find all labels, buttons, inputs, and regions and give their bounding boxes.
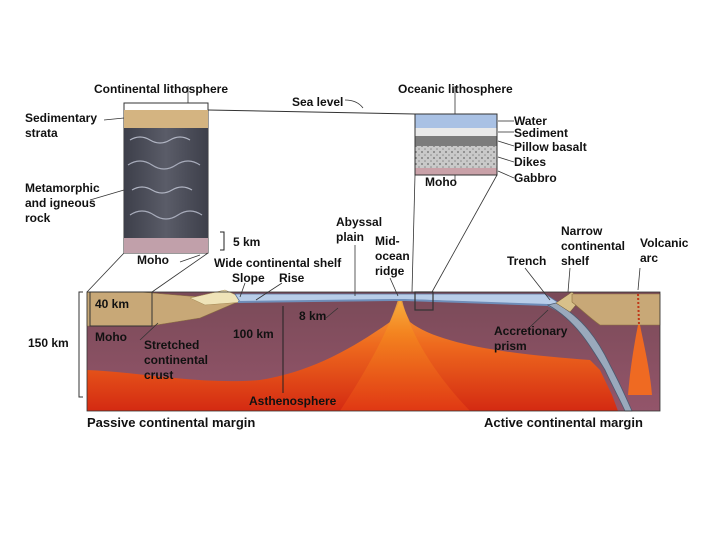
label-volcanic-2: arc bbox=[640, 251, 658, 265]
label-metamorphic-2: and igneous bbox=[25, 196, 96, 210]
label-volcanic-1: Volcanic bbox=[640, 236, 689, 250]
label-100km: 100 km bbox=[233, 327, 274, 341]
pillow-basalt-band bbox=[415, 136, 497, 146]
label-water: Water bbox=[514, 114, 547, 128]
gabbro-band bbox=[415, 168, 497, 175]
label-abyssal-2: plain bbox=[336, 230, 364, 244]
dikes-band bbox=[415, 146, 497, 168]
column-mantle-band bbox=[124, 238, 208, 253]
sea-level-line bbox=[207, 109, 416, 115]
label-mid-3: ridge bbox=[375, 264, 405, 278]
label-rise: Rise bbox=[279, 271, 305, 285]
label-accretionary-1: Accretionary bbox=[494, 324, 568, 338]
cross-section-frame bbox=[86, 291, 661, 412]
sediment-band bbox=[415, 128, 497, 136]
label-sediment: Sediment bbox=[514, 126, 568, 140]
continental-column bbox=[86, 102, 209, 293]
label-wide-shelf: Wide continental shelf bbox=[214, 256, 342, 270]
label-stretched-1: Stretched bbox=[144, 338, 199, 352]
label-stretched-2: continental bbox=[144, 353, 208, 367]
label-narrow-3: shelf bbox=[561, 254, 590, 268]
label-accretionary-2: prism bbox=[494, 339, 527, 353]
label-dikes: Dikes bbox=[514, 155, 546, 169]
label-sedimentary-2: strata bbox=[25, 126, 58, 140]
leader-lines bbox=[89, 86, 641, 341]
label-moho-ocean: Moho bbox=[425, 175, 457, 189]
asthenosphere-region bbox=[87, 300, 618, 411]
label-5km: 5 km bbox=[233, 235, 260, 249]
label-pillow-basalt: Pillow basalt bbox=[514, 140, 587, 154]
cross-section bbox=[86, 289, 661, 412]
label-slope: Slope bbox=[232, 271, 265, 285]
oceanic-column-frame bbox=[414, 113, 498, 176]
oceanic-column bbox=[411, 113, 498, 311]
label-passive-margin: Passive continental margin bbox=[87, 415, 255, 430]
label-trench: Trench bbox=[507, 254, 546, 268]
label-150km: 150 km bbox=[28, 336, 69, 350]
metamorphic-band bbox=[124, 128, 208, 238]
label-sedimentary-1: Sedimentary bbox=[25, 111, 97, 125]
label-sea-level: Sea level bbox=[292, 95, 343, 109]
label-oceanic-lithosphere: Oceanic lithosphere bbox=[398, 82, 513, 96]
label-stretched-3: crust bbox=[144, 368, 173, 382]
label-8km: 8 km bbox=[299, 309, 326, 323]
label-narrow-1: Narrow bbox=[561, 224, 603, 238]
label-mid-1: Mid- bbox=[375, 234, 400, 248]
label-metamorphic-3: rock bbox=[25, 211, 51, 225]
water-band bbox=[415, 114, 497, 128]
label-moho-lower: Moho bbox=[95, 330, 127, 344]
label-abyssal-1: Abyssal bbox=[336, 215, 382, 229]
label-asthenosphere: Asthenosphere bbox=[249, 394, 337, 408]
label-active-margin: Active continental margin bbox=[484, 415, 643, 430]
ridge-magma bbox=[340, 300, 470, 411]
sedimentary-band bbox=[124, 110, 208, 128]
depth-markers bbox=[78, 231, 284, 398]
volcanic-magma bbox=[628, 325, 652, 395]
label-moho-column: Moho bbox=[137, 253, 169, 267]
label-gabbro: Gabbro bbox=[514, 171, 557, 185]
label-40km: 40 km bbox=[95, 297, 129, 311]
volcanic-conduit bbox=[637, 293, 640, 326]
label-mid-2: ocean bbox=[375, 249, 410, 263]
label-narrow-2: continental bbox=[561, 239, 625, 253]
label-metamorphic-1: Metamorphic bbox=[25, 181, 100, 195]
label-continental-lithosphere: Continental lithosphere bbox=[94, 82, 228, 96]
